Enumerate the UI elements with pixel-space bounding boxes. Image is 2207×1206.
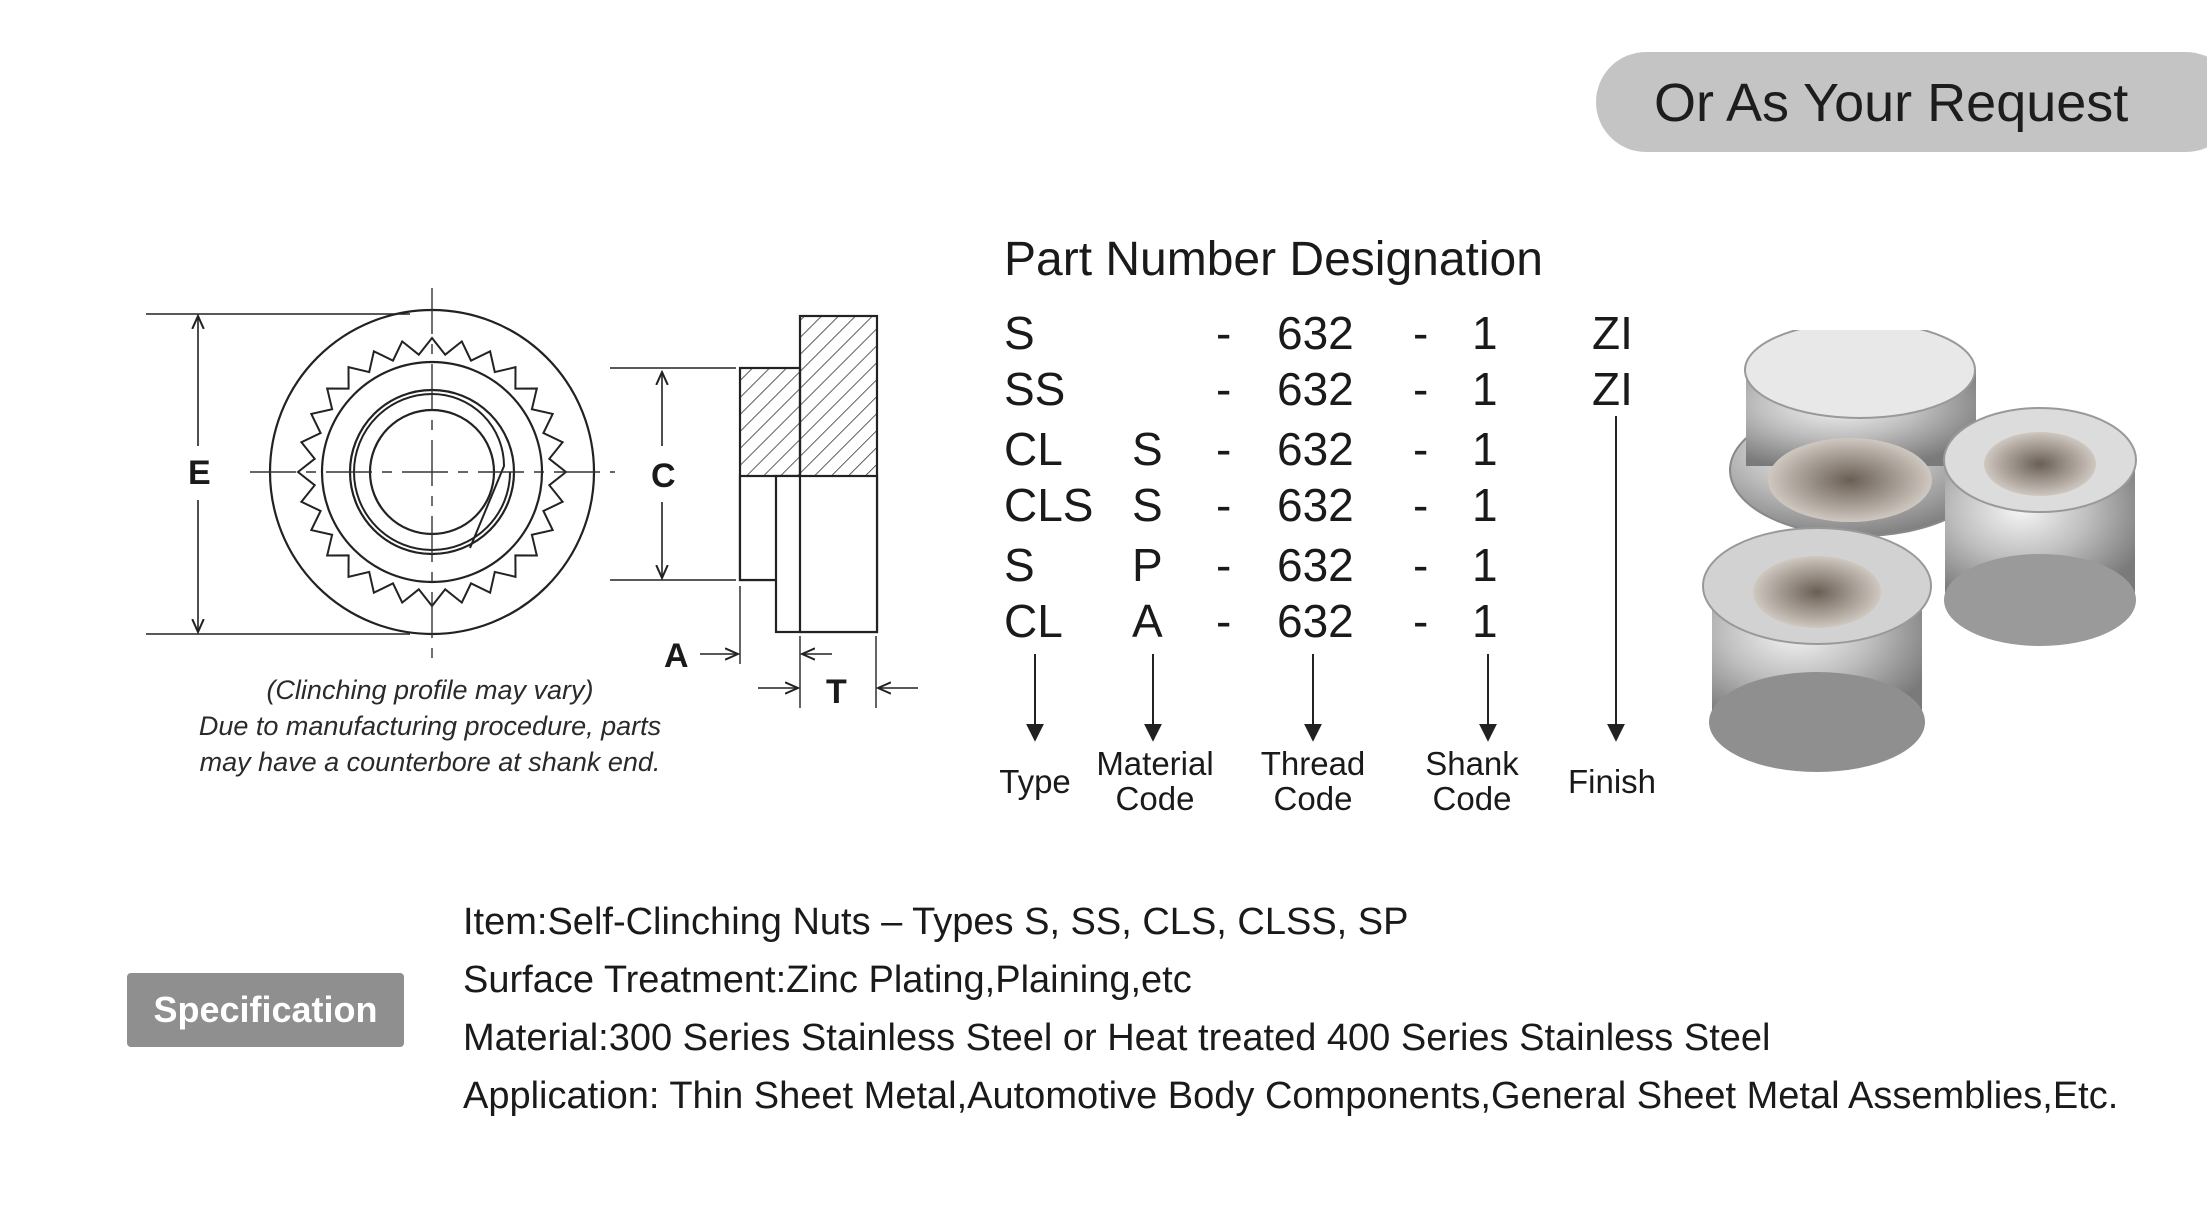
pn-cell-thread: 632 [1277,479,1354,531]
pn-cell-type: CLS [1004,479,1094,531]
pn-cell-shank: 1 [1472,539,1498,591]
request-pill: Or As Your Request [1596,52,2207,152]
pn-cell-sep1: - [1216,423,1232,475]
pn-cell-shank: 1 [1472,479,1498,531]
pn-cell-sep1: - [1216,595,1232,647]
spec-item: Item:Self-Clinching Nuts – Types S, SS, … [463,901,1409,943]
pn-cell-type: SS [1004,363,1066,415]
thread-start-spiral [353,392,511,551]
nut-technical-drawing: E C A T [146,288,918,711]
pn-cell-material: S [1132,423,1163,475]
pn-cell-thread: 632 [1277,307,1354,359]
product-photo-nuts [1702,330,2137,772]
pn-cell-thread: 632 [1277,423,1354,475]
pn-cell-sep1: - [1216,307,1232,359]
request-label: Or As Your Request [1654,73,2129,133]
col-label-shank: Shank Code [1425,745,1519,817]
pn-cell-finish: ZI [1592,307,1633,359]
pn-cell-thread: 632 [1277,539,1354,591]
dim-label-t: T [826,673,847,711]
serration-ring [296,336,568,608]
pn-cell-sep2: - [1413,363,1429,415]
col-label-material: Material Code [1096,745,1214,817]
specification-list: Item:Self-Clinching Nuts – Types S, SS, … [463,893,2118,1125]
note-line-3: may have a counterbore at shank end. [199,747,661,777]
spec-surface-treatment: Surface Treatment:Zinc Plating,Plaining,… [463,959,1192,1001]
nut-right [1943,407,2137,646]
dim-label-c: C [651,457,676,495]
pn-cell-shank: 1 [1472,307,1498,359]
pn-cell-type: CL [1004,595,1063,647]
specification-badge: Specification [127,973,404,1047]
col-label-finish: Finish [1567,763,1657,800]
note-line-2: Due to manufacturing procedure, parts [198,711,662,741]
part-number-arrows [1026,416,1625,742]
drawing-note: (Clinching profile may vary) Due to manu… [160,672,700,780]
pn-cell-sep1: - [1216,363,1232,415]
pn-cell-type: S [1004,539,1035,591]
pn-cell-sep2: - [1413,479,1429,531]
pn-cell-sep2: - [1413,423,1429,475]
pn-cell-sep1: - [1216,539,1232,591]
pn-cell-type: S [1004,307,1035,359]
pn-cell-material: S [1132,479,1163,531]
col-label-thread: Thread Code [1260,745,1366,817]
pn-cell-type: CL [1004,423,1063,475]
pn-cell-material: A [1132,595,1163,647]
spec-application: Application: Thin Sheet Metal,Automotive… [463,1075,2119,1117]
pn-cell-thread: 632 [1277,363,1354,415]
pn-cell-sep2: - [1413,539,1429,591]
dim-label-e: E [188,454,211,492]
col-label-type: Type [999,763,1071,800]
nut-top [1729,330,1991,537]
pn-cell-sep2: - [1413,595,1429,647]
pn-cell-finish: ZI [1592,363,1633,415]
nut-bottom [1702,527,1932,772]
pn-cell-thread: 632 [1277,595,1354,647]
pn-cell-shank: 1 [1472,595,1498,647]
pn-cell-shank: 1 [1472,363,1498,415]
pn-cell-shank: 1 [1472,423,1498,475]
part-number-title: Part Number Designation [1004,233,1543,286]
spec-material: Material:300 Series Stainless Steel or H… [463,1017,1771,1059]
note-line-1: (Clinching profile may vary) [266,675,594,705]
pn-cell-sep1: - [1216,479,1232,531]
dim-label-a: A [664,637,689,675]
pn-cell-sep2: - [1413,307,1429,359]
pn-cell-material: P [1132,539,1163,591]
